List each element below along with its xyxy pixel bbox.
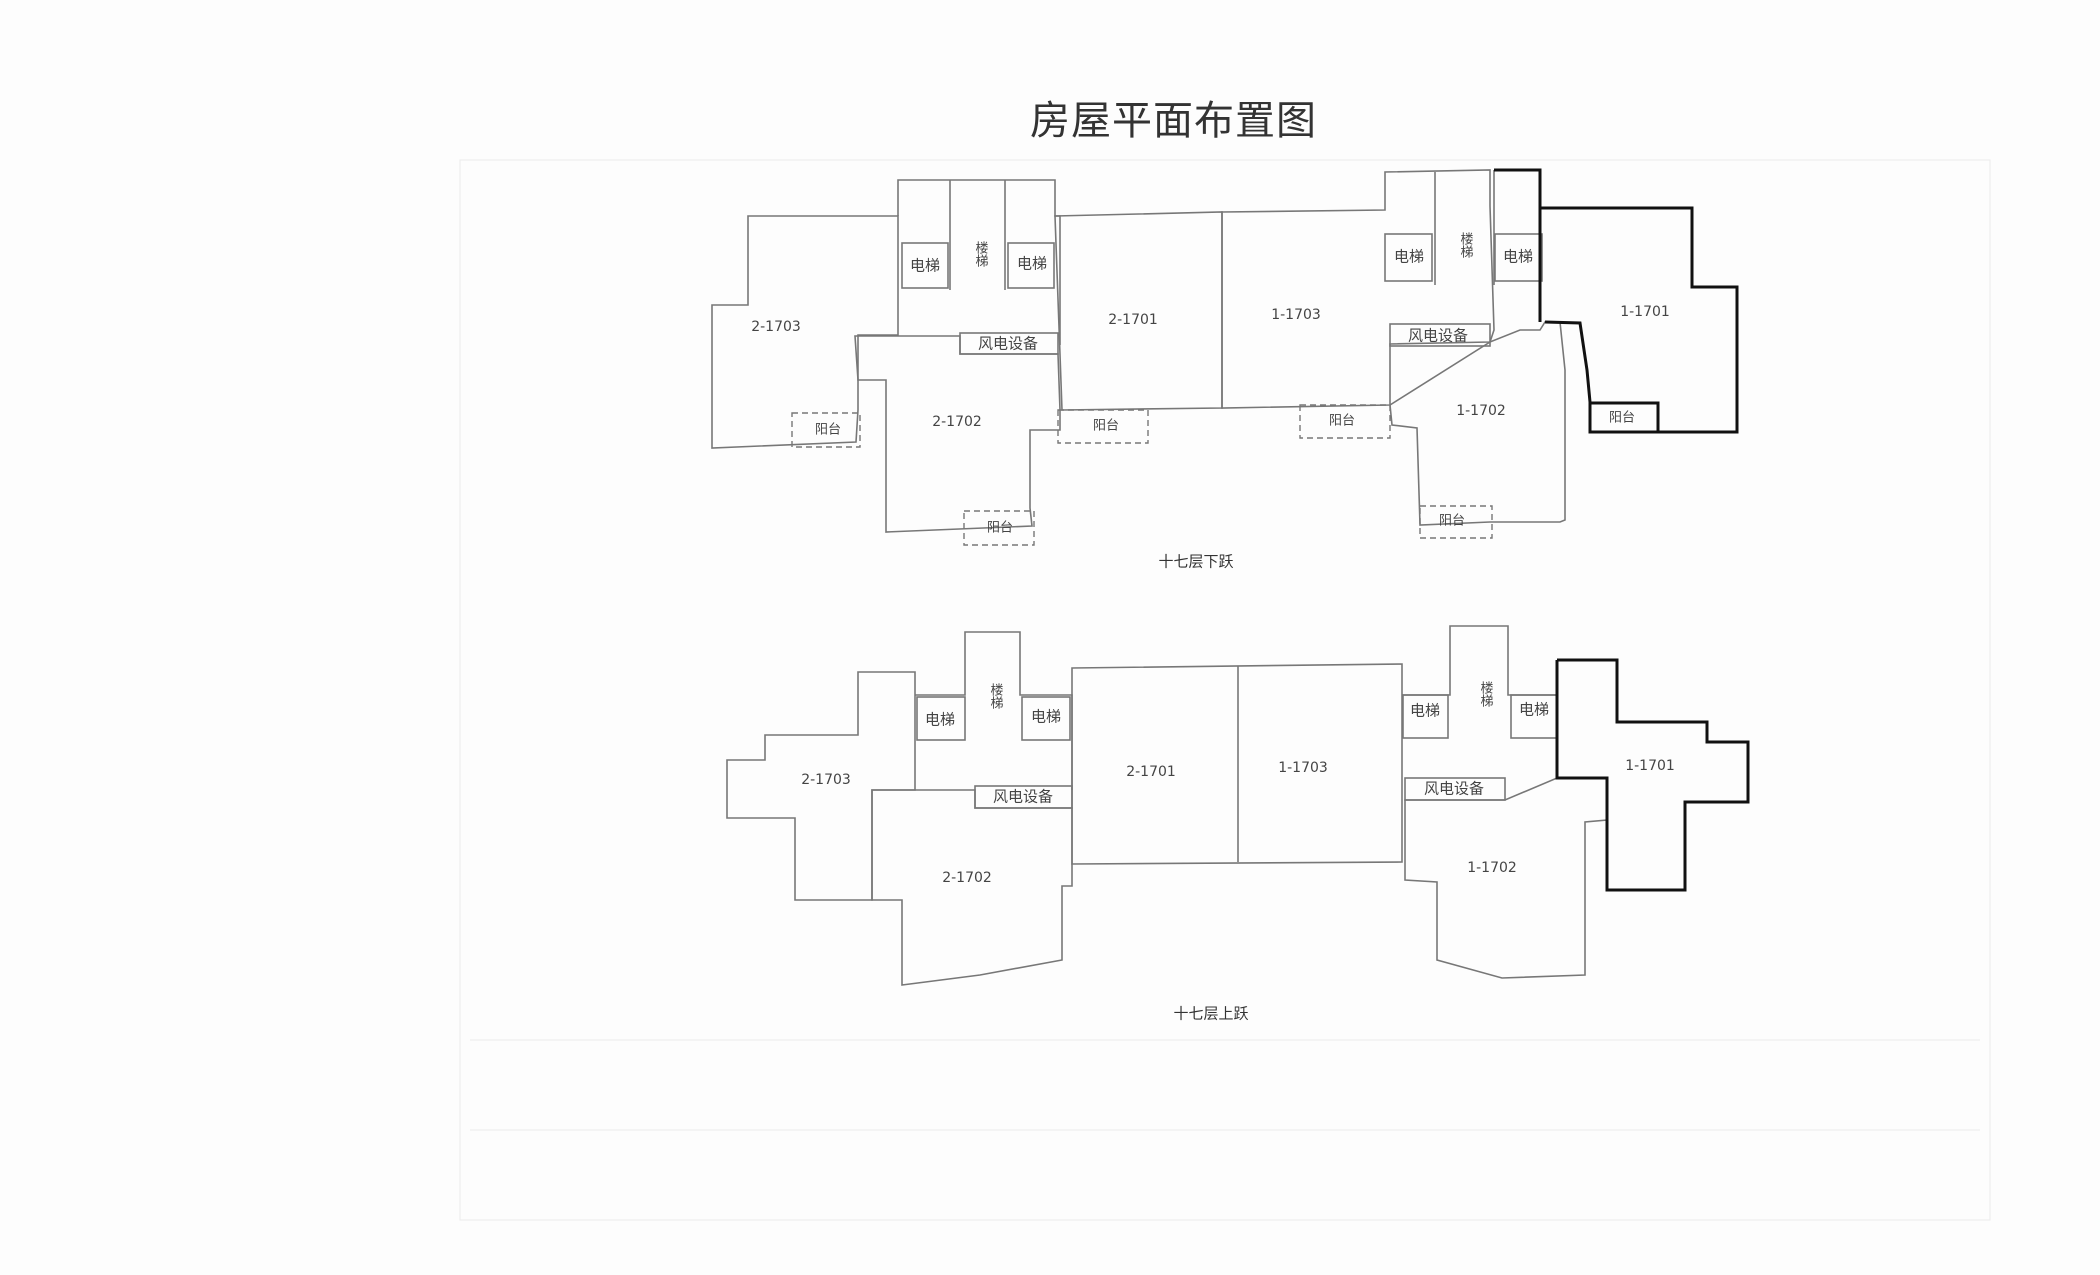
lower-label-2-1702: 2-1702 [932,414,982,430]
lower-balcony-1-1703 [1299,404,1391,439]
upper-label-elevator: 电梯 [925,711,955,729]
lower-label-balcony: 阳台 [1093,419,1119,434]
lower-label-balcony: 阳台 [1329,414,1355,429]
lower-label-balcony: 阳台 [1609,411,1635,426]
upper-label-equipment: 风电设备 [1424,780,1484,798]
lower-unit-2-1702 [854,335,1061,533]
upper-label-stairs: 楼梯 [988,683,1004,709]
upper-label-elevator: 电梯 [1410,702,1440,720]
upper-label-1-1703: 1-1703 [1278,760,1328,776]
upper-floor-caption: 十七层上跃 [1173,1005,1248,1023]
lower-balcony-1-1702 [1419,505,1493,539]
lower-label-elevator: 电梯 [1394,248,1424,266]
lower-label-elevator: 电梯 [1503,248,1533,266]
upper-floor-plan: 2-1703 2-1701 1-1703 1-1701 2-1702 1-170… [726,625,1750,1023]
lower-balcony-2-1703 [791,412,861,448]
page-title: 房屋平面布置图 [1030,98,1317,144]
upper-label-2-1702: 2-1702 [942,870,992,886]
upper-label-1-1701: 1-1701 [1625,758,1675,774]
upper-label-2-1703: 2-1703 [801,772,851,788]
upper-label-elevator: 电梯 [1031,708,1061,726]
lower-label-elevator: 电梯 [1017,255,1047,273]
upper-center-block [1071,663,1403,865]
upper-label-equipment: 风电设备 [993,788,1053,806]
lower-right-elevator-b [1494,233,1543,282]
lower-unit-1-1701-balcony [1588,401,1660,434]
scan-frame [459,159,1991,1221]
lower-label-stairs: 楼梯 [1458,232,1474,258]
upper-left-elevator-a [916,696,966,741]
lower-balcony-2-1701 [1057,409,1149,444]
lower-label-balcony: 阳台 [815,423,841,438]
upper-unit-1-1701 [1555,658,1750,892]
lower-unit-1-1701 [1494,168,1739,434]
lower-left-elevator-a [901,242,949,289]
lower-right-equipment-box [1389,323,1491,347]
upper-label-elevator: 电梯 [1519,701,1549,719]
lower-label-equipment: 风电设备 [978,335,1038,353]
lower-right-elevator-a [1384,233,1433,282]
lower-label-1-1701: 1-1701 [1620,304,1670,320]
lower-unit-1-1703 [1221,169,1495,409]
lower-balcony-2-1702 [963,510,1035,546]
upper-label-stairs: 楼梯 [1478,681,1494,707]
lower-left-elevator-b [1007,242,1055,289]
lower-label-balcony: 阳台 [987,521,1013,536]
lower-label-stairs: 楼梯 [973,241,989,267]
upper-label-1-1702: 1-1702 [1467,860,1517,876]
lower-unit-2-1701 [1054,211,1223,411]
lower-label-elevator: 电梯 [910,257,940,275]
upper-label-2-1701: 2-1701 [1126,764,1176,780]
lower-label-2-1703: 2-1703 [751,319,801,335]
lower-label-1-1703: 1-1703 [1271,307,1321,323]
upper-unit-2-1702 [871,789,1073,986]
upper-unit-2-1703 [726,671,916,901]
lower-unit-1-1702 [1389,321,1566,526]
lower-unit-2-1703 [711,215,899,449]
lower-label-2-1701: 2-1701 [1108,312,1158,328]
upper-unit-1-1702 [1404,777,1608,979]
lower-label-balcony: 阳台 [1439,514,1465,529]
upper-left-elevator-b [1021,696,1071,741]
lower-label-1-1702: 1-1702 [1456,403,1506,419]
lower-floor-caption: 十七层下跃 [1158,553,1233,571]
upper-right-elevator-a [1402,694,1449,739]
lower-floor-plan: 2-1703 2-1701 1-1703 1-1701 2-1702 1-170… [711,168,1739,571]
lower-label-equipment: 风电设备 [1408,327,1468,345]
